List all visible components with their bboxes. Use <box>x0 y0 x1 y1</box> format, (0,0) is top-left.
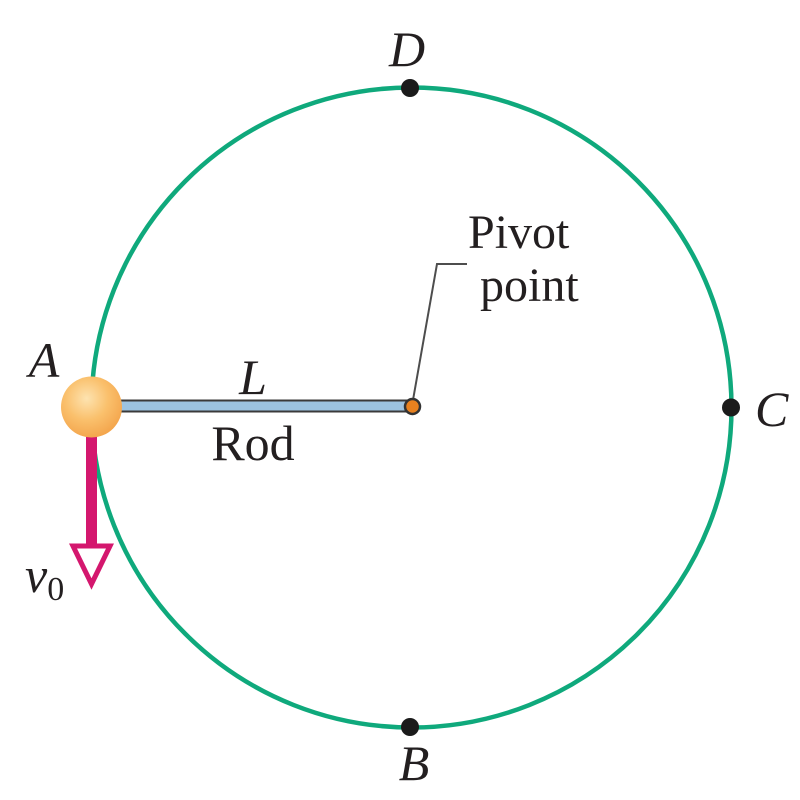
label-rod: Rod <box>211 415 294 471</box>
ball <box>61 376 122 438</box>
velocity-arrowhead <box>69 543 114 590</box>
point-b-dot <box>401 718 419 736</box>
label-velocity-symbol: v <box>25 547 48 603</box>
label-point-b: B <box>399 735 430 791</box>
label-point-d: D <box>388 21 425 77</box>
label-point-a: A <box>26 332 60 388</box>
label-velocity-subscript: 0 <box>47 571 64 608</box>
point-c-dot <box>722 398 740 417</box>
label-point-c: C <box>755 381 789 437</box>
pivot-leader-line <box>412 263 467 401</box>
pivot-dot <box>403 397 422 416</box>
label-velocity: v0 <box>25 547 64 608</box>
label-pivot-line2: point <box>480 259 579 312</box>
label-pivot-line1: Pivot <box>468 206 570 259</box>
point-d-dot <box>401 79 419 97</box>
label-rod-length: L <box>238 349 267 405</box>
